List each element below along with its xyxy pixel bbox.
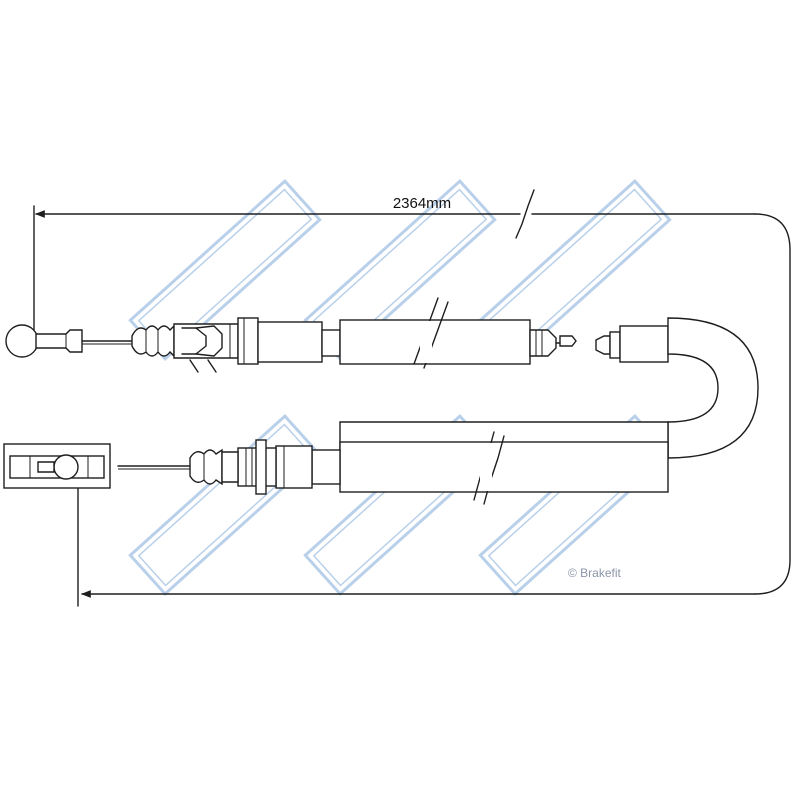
dimension-label: 2364mm bbox=[393, 195, 451, 212]
watermark-group bbox=[128, 178, 672, 597]
brakefit-watermark bbox=[128, 413, 322, 597]
u-bend-section bbox=[595, 317, 759, 459]
thread-upper-left bbox=[321, 329, 341, 357]
ball-end bbox=[5, 324, 39, 358]
lower-cable-run bbox=[3, 421, 669, 505]
copyright-notice: © Brakefit bbox=[568, 566, 622, 580]
upper-cable-run bbox=[5, 297, 577, 373]
dimension-line: 2364mm bbox=[33, 189, 791, 607]
